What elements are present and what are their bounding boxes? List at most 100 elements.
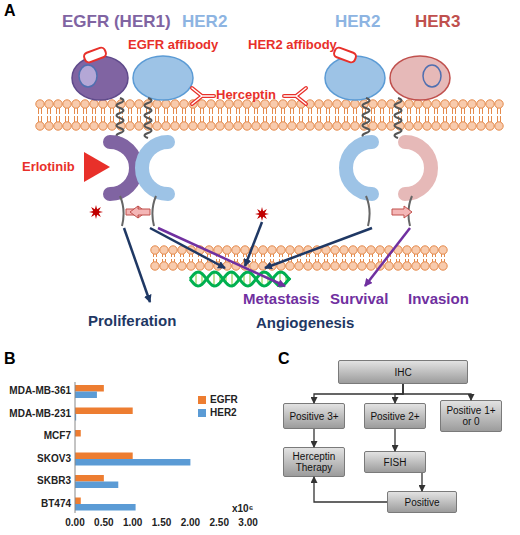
lipid-head: [324, 122, 332, 130]
lipid-tail: [353, 108, 354, 114]
lipid-head: [414, 100, 422, 108]
lipid-tail: [203, 108, 204, 114]
lipid-head: [126, 122, 134, 130]
bar: [75, 498, 81, 505]
lipid-head: [349, 262, 357, 270]
panel-letter: A: [4, 2, 16, 20]
lipid-tail: [131, 108, 132, 114]
lipid-tail: [266, 108, 267, 114]
lipid-tail: [284, 108, 285, 114]
process-box: Positive 2+: [364, 403, 426, 429]
signal-arrow: [130, 206, 150, 218]
nuclear-membrane: [151, 246, 447, 270]
lipid-head: [331, 262, 339, 270]
lipid-tail: [302, 108, 303, 114]
lipid-tail: [380, 116, 381, 122]
lipid-tail: [356, 116, 357, 122]
her2-extracellular: [325, 56, 385, 100]
lipid-tail: [344, 116, 345, 122]
lipid-head: [295, 262, 303, 270]
flow-arrow: [314, 477, 387, 502]
lipid-tail: [110, 116, 111, 122]
lipid-tail: [86, 108, 87, 114]
lipid-head: [180, 122, 188, 130]
cell-membrane: [36, 100, 503, 130]
lipid-head: [54, 122, 62, 130]
lipid-tail: [380, 108, 381, 114]
flow-arrow: [403, 384, 471, 400]
lipid-head: [270, 122, 278, 130]
lipid-tail: [302, 116, 303, 122]
lipid-head: [468, 100, 476, 108]
lipid-tail: [374, 116, 375, 122]
lipid-tail: [239, 108, 240, 114]
tick-label: 2.00: [181, 517, 200, 529]
lipid-head: [198, 100, 206, 108]
bar-series: [75, 385, 190, 511]
transmembrane-helix: [117, 98, 402, 138]
lipid-tail: [95, 108, 96, 114]
lipid-head: [189, 122, 197, 130]
lipid-head: [288, 122, 296, 130]
node-text: Positive 1+ or 0: [443, 405, 499, 427]
lipid-tail: [113, 108, 114, 114]
tick-label: 1.50: [152, 517, 171, 529]
axis-label: MDA-MB-361: [9, 385, 71, 397]
lipid-tail: [86, 116, 87, 122]
lipid-tail: [164, 116, 165, 122]
flow-arrow: [421, 473, 422, 491]
lipid-head: [459, 122, 467, 130]
lipid-head: [279, 122, 287, 130]
lipid-head: [421, 262, 429, 270]
lipid-head: [126, 100, 134, 108]
lipid-tail: [479, 108, 480, 114]
lipid-tail: [275, 116, 276, 122]
lipid-head: [90, 100, 98, 108]
lipid-tail: [101, 108, 102, 114]
lipid-tail: [239, 116, 240, 122]
axis-label: MDA-MB-231: [9, 408, 71, 420]
phosphate-star: [89, 205, 103, 219]
base-pair: [231, 272, 232, 286]
helix-coil: [117, 98, 124, 138]
legend-text: HER2: [210, 407, 237, 419]
lipid-head: [45, 122, 53, 130]
lipid-head: [180, 100, 188, 108]
lipid-tail: [488, 108, 489, 114]
lipid-head: [232, 246, 240, 254]
lipid-head: [486, 100, 494, 108]
lipid-head: [403, 262, 411, 270]
signal-arrow: [126, 206, 412, 218]
outcome-label: Survival: [330, 290, 388, 307]
pathway-arrow: [158, 228, 285, 286]
lipid-tail: [326, 116, 327, 122]
lipid-tail: [473, 116, 474, 122]
signal-arrow: [392, 206, 412, 218]
helix-coil: [145, 98, 152, 138]
lipid-tail: [131, 116, 132, 122]
receptor-name: EGFR (HER1): [62, 12, 171, 32]
lipid-head: [81, 100, 89, 108]
lipid-head: [331, 246, 339, 254]
lipid-tail: [41, 116, 42, 122]
lipid-head: [153, 100, 161, 108]
pathway-arrow: [124, 228, 150, 302]
lipid-tail: [230, 108, 231, 114]
lipid-head: [450, 122, 458, 130]
her2-extracellular: [133, 56, 193, 100]
tick-label: 1.00: [123, 517, 142, 529]
receptor-tail: [120, 196, 412, 226]
lipid-tail: [455, 108, 456, 114]
lipid-tail: [347, 116, 348, 122]
dna-helix: [190, 272, 290, 286]
lipid-head: [169, 262, 177, 270]
lipid-head: [72, 122, 80, 130]
lipid-head: [421, 246, 429, 254]
helix-coil: [395, 98, 402, 138]
lipid-head: [99, 100, 107, 108]
lipid-head: [342, 100, 350, 108]
lipid-head: [351, 100, 359, 108]
lipid-tail: [185, 116, 186, 122]
lipid-head: [108, 122, 116, 130]
lipid-tail: [83, 108, 84, 114]
